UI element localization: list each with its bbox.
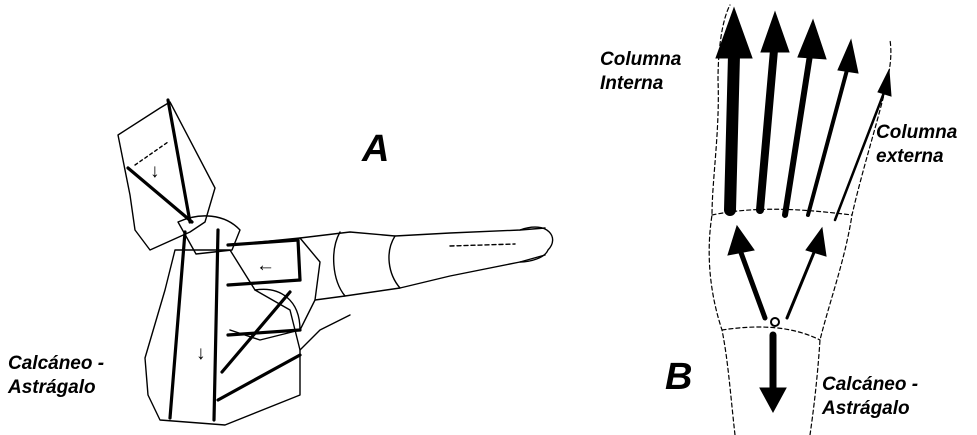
metatarsal-arrowhead-1 [716, 8, 752, 58]
foot-outline-left [709, 5, 735, 435]
panel-a-label-line2: Astrágalo [8, 376, 104, 400]
metatarsal-bottom [315, 255, 545, 300]
forefoot-band [712, 209, 852, 215]
sole-line [300, 315, 350, 350]
toe-line [450, 244, 515, 246]
metatarsal-arrowhead-2 [761, 12, 789, 52]
panel-b-lateral-line2: externa [876, 145, 957, 169]
panel-a-arrow-tibia: ↓ [150, 160, 160, 184]
panel-b-medial-line1: Columna [600, 48, 681, 72]
panel-b-lateral-line1: Columna [876, 121, 957, 145]
panel-b-medial-line2: Interna [600, 72, 681, 96]
panel-a-arrow-midfoot: ← [256, 254, 275, 278]
metatarsal-top [300, 228, 545, 238]
rearfoot-arrowhead-medial [728, 226, 754, 255]
calcaneus-arrowhead-down [760, 388, 786, 412]
metatarsal-arrowhead-3 [798, 20, 826, 59]
rearfoot-arrow-lateral [787, 250, 815, 318]
panel-a-letter: A [362, 130, 389, 168]
posterior-pillar-2 [214, 230, 218, 420]
talus-pivot-dot [771, 318, 779, 326]
metatarsal-arrowhead-4 [838, 40, 858, 73]
panel-b-medial-label: Columna Interna [600, 48, 681, 96]
rearfoot-arrowhead-lateral [806, 228, 826, 256]
panel-a-label: Calcáneo - Astrágalo [8, 352, 104, 400]
panel-b-lateral-label: Columna externa [876, 121, 957, 169]
panel-b-bottom-label: Calcáneo - Astrágalo [822, 373, 918, 421]
metatarsal-arrow-4 [808, 70, 847, 215]
anterior-upper-3 [298, 240, 300, 280]
tarsal-band [722, 327, 820, 340]
panel-b-bottom-line2: Astrágalo [822, 397, 918, 421]
rearfoot-arrow-medial [740, 250, 765, 318]
panel-b-bottom-line1: Calcáneo - [822, 373, 918, 397]
anterior-upper-2 [228, 280, 300, 285]
metatarsal-joint-1 [334, 232, 345, 296]
anterior-upper-1 [228, 240, 298, 245]
midfoot-outline [230, 238, 320, 340]
panel-a-label-line1: Calcáneo - [8, 352, 104, 376]
talus-outline [178, 216, 240, 254]
metatarsal-arrow-1 [730, 55, 734, 210]
metatarsal-arrow-3 [785, 55, 810, 215]
panel-b-letter: B [665, 358, 692, 396]
panel-a-arrow-calcaneus: ↓ [196, 342, 206, 366]
metatarsal-arrow-2 [760, 50, 774, 210]
metatarsal-arrowhead-5 [878, 70, 891, 96]
tibia-outline [118, 102, 215, 250]
metatarsal-joint-2 [389, 236, 400, 288]
